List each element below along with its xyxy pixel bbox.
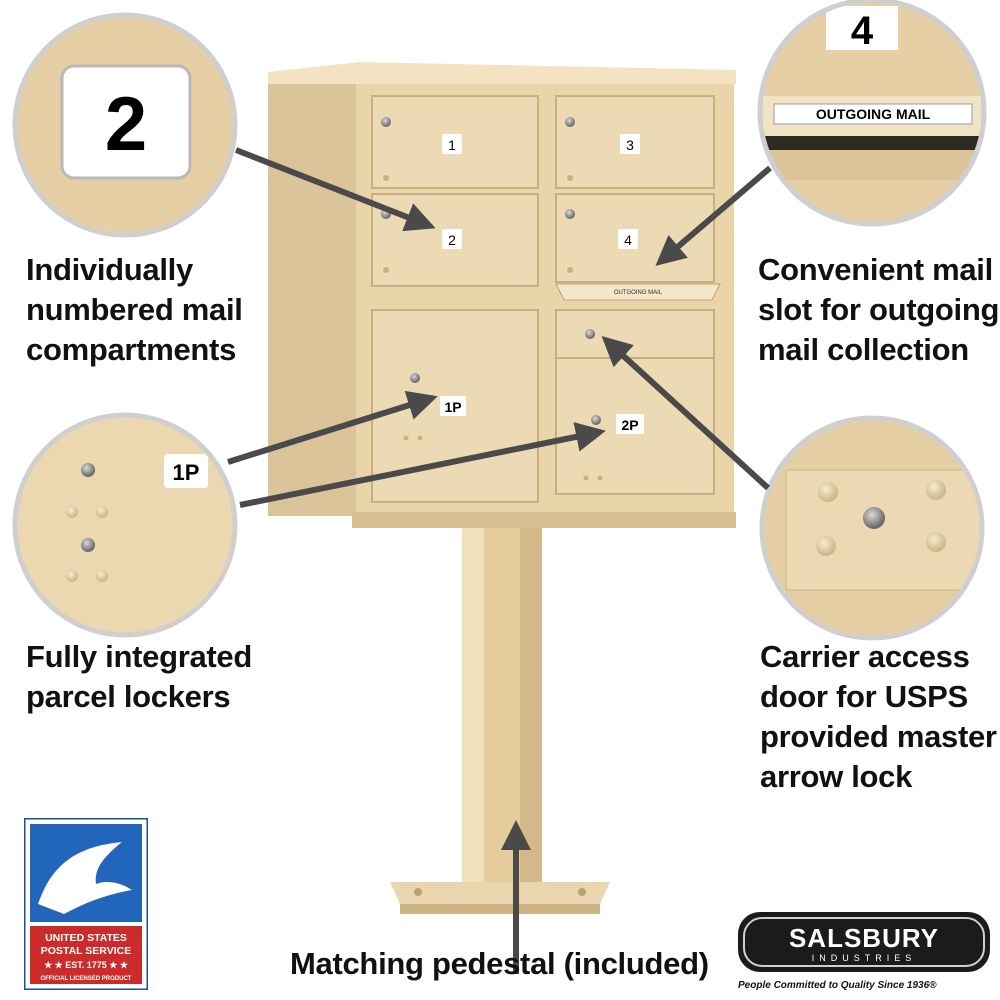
detail-outgoing-mail-label: OUTGOING MAIL bbox=[816, 106, 931, 122]
caption-parcel: Fully integrated parcel lockers bbox=[26, 639, 253, 714]
callout-detail-carrier-lock bbox=[759, 415, 985, 641]
mailbox-cabinet: OUTGOING MAIL 1 2 3 4 1P 2P bbox=[268, 62, 736, 528]
compartment-number-1: 1 bbox=[448, 137, 456, 153]
caption-numbered: Individually numbered mail compartments bbox=[26, 252, 243, 367]
salsbury-tagline: People Committed to Quality Since 1936® bbox=[738, 980, 937, 991]
compartment-number-4: 4 bbox=[624, 232, 632, 248]
svg-text:OUTGOING MAIL: OUTGOING MAIL bbox=[614, 290, 663, 296]
compartment-number-2: 2 bbox=[448, 232, 456, 248]
compartment-number-3: 3 bbox=[626, 137, 634, 153]
arrow-lock-icon bbox=[863, 507, 885, 529]
arrow-numbered bbox=[234, 147, 436, 232]
arrow-carrier bbox=[601, 335, 771, 491]
caption-pedestal: Matching pedestal (included) bbox=[290, 946, 709, 981]
detail-number-4: 4 bbox=[851, 9, 874, 53]
usps-logo: UNITED STATES POSTAL SERVICE ★ ★ EST. 17… bbox=[24, 818, 148, 990]
svg-text:UNITED STATES: UNITED STATES bbox=[45, 932, 127, 944]
callout-detail-outgoing: 4 OUTGOING MAIL bbox=[757, 0, 987, 227]
svg-text:OFFICIAL LICENSED PRODUCT: OFFICIAL LICENSED PRODUCT bbox=[41, 976, 132, 982]
arrow-parcel-1p bbox=[227, 390, 438, 465]
arrow-parcel-2p bbox=[239, 422, 606, 508]
svg-text:INDUSTRIES: INDUSTRIES bbox=[812, 953, 917, 963]
parcel-locker-label-2p: 2P bbox=[621, 417, 638, 433]
caption-carrier: Carrier access door for USPS provided ma… bbox=[760, 639, 997, 794]
svg-text:SALSBURY: SALSBURY bbox=[789, 923, 939, 953]
detail-number-2: 2 bbox=[105, 82, 147, 167]
detail-label-1p: 1P bbox=[173, 460, 200, 485]
eagle-icon bbox=[38, 842, 132, 914]
salsbury-logo: SALSBURY INDUSTRIES bbox=[738, 912, 990, 972]
parcel-locker-label-1p: 1P bbox=[444, 399, 461, 415]
svg-text:★ ★ EST. 1775 ★ ★: ★ ★ EST. 1775 ★ ★ bbox=[44, 960, 129, 970]
arrow-outgoing bbox=[655, 165, 772, 266]
callout-detail-parcel: 1P bbox=[12, 412, 238, 638]
callout-detail-numbered: 2 bbox=[12, 12, 238, 238]
pedestal bbox=[390, 524, 610, 914]
svg-text:POSTAL SERVICE: POSTAL SERVICE bbox=[41, 945, 131, 957]
caption-outgoing: Convenient mail slot for outgoing mail c… bbox=[758, 252, 1000, 367]
